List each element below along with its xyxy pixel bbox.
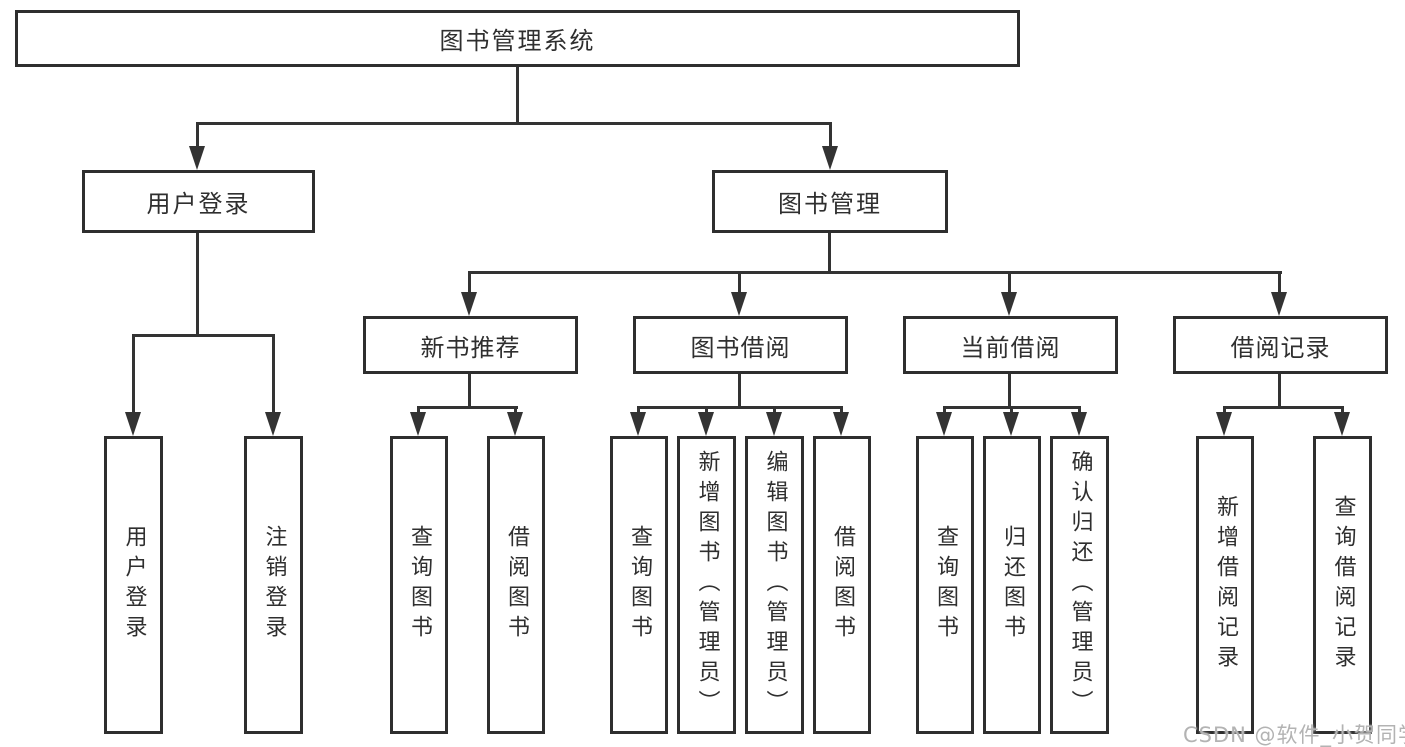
connector-leaf-logout-drop (272, 334, 275, 414)
arrowhead-leaf-logout (265, 412, 281, 436)
leaf-records-add-record: 新增借阅记录 (1196, 436, 1254, 734)
leaf-label: 用户登录 (121, 525, 147, 645)
connector-leaf-login-drop (132, 334, 135, 414)
leaf-current-return-book: 归还图书 (983, 436, 1041, 734)
arrowhead-leaf (766, 412, 782, 436)
arrowhead-new-book (461, 292, 477, 316)
connector-level3-rail (468, 271, 1282, 274)
leaf-label: 查询图书 (627, 525, 652, 645)
leaf-label: 编辑图书（管理员） (762, 450, 788, 720)
connector-drop (1010, 406, 1013, 416)
arrowhead-current-borrow (1001, 292, 1017, 316)
node-current-borrowing: 当前借阅 (903, 316, 1118, 374)
arrowhead-leaf-login (125, 412, 141, 436)
connector-root-stub (516, 67, 519, 125)
connector-drop (705, 406, 708, 416)
arrowhead-book-borrow (731, 292, 747, 316)
connector-book-borrow-rail (637, 406, 843, 409)
node-library-system: 图书管理系统 (15, 10, 1020, 67)
leaf-label: 新增图书（管理员） (694, 450, 720, 720)
arrowhead-leaf (410, 412, 426, 436)
arrowhead-leaf (507, 412, 523, 436)
connector-drop (943, 406, 946, 416)
connector-drop (773, 406, 776, 416)
arrowhead-leaf (833, 412, 849, 436)
leaf-label: 查询借阅记录 (1330, 495, 1356, 675)
leaf-records-query-record: 查询借阅记录 (1313, 436, 1372, 734)
connector-drop (840, 406, 843, 416)
arrowhead-leaf (1003, 412, 1019, 436)
arrowhead-leaf (698, 412, 714, 436)
node-borrow-records: 借阅记录 (1173, 316, 1388, 374)
node-user-login: 用户登录 (82, 170, 315, 233)
connector-borrow-record-rail (1223, 406, 1344, 409)
arrowhead-leaf (1216, 412, 1232, 436)
connector-book-mgmt-drop (829, 122, 832, 150)
connector-level2-rail (196, 122, 832, 125)
connector-user-login-stub (196, 233, 199, 337)
connector-drop (1341, 406, 1344, 416)
leaf-borrowing-edit-book-admin: 编辑图书（管理员） (745, 436, 804, 734)
leaf-current-confirm-return-admin: 确认归还（管理员） (1050, 436, 1109, 734)
leaf-label: 归还图书 (1000, 525, 1025, 645)
leaf-label: 借阅图书 (830, 525, 855, 645)
node-book-borrowing: 图书借阅 (633, 316, 848, 374)
connector-book-mgmt-stub (828, 233, 831, 274)
connector-borrow-record-stub (1278, 372, 1281, 409)
leaf-label: 借阅图书 (504, 525, 529, 645)
connector-user-login-drop (196, 122, 199, 150)
node-new-book-recommend: 新书推荐 (363, 316, 578, 374)
connector-drop (1223, 406, 1226, 416)
csdn-watermark: CSDN @软件_小贺同学 (1183, 723, 1405, 747)
leaf-borrowing-query-book: 查询图书 (610, 436, 668, 734)
leaf-label: 确认归还（管理员） (1067, 450, 1093, 720)
connector-current-borrow-drop (1008, 271, 1011, 295)
arrowhead-user-login (189, 146, 205, 170)
arrowhead-borrow-record (1271, 292, 1287, 316)
arrowhead-leaf (630, 412, 646, 436)
arrowhead-leaf (1071, 412, 1087, 436)
leaf-current-query-book: 查询图书 (916, 436, 974, 734)
connector-drop (1078, 406, 1081, 416)
arrowhead-book-mgmt (822, 146, 838, 170)
leaf-label: 查询图书 (933, 525, 958, 645)
connector-drop (417, 406, 420, 416)
leaf-newbook-query-book: 查询图书 (390, 436, 448, 734)
connector-drop (637, 406, 640, 416)
arrowhead-leaf (936, 412, 952, 436)
connector-book-borrow-stub (738, 372, 741, 409)
leaf-borrowing-add-book-admin: 新增图书（管理员） (677, 436, 736, 734)
leaf-user-login: 用户登录 (104, 436, 163, 734)
connector-new-book-drop (468, 271, 471, 295)
connector-user-login-rail (132, 334, 275, 337)
arrowhead-leaf (1334, 412, 1350, 436)
connector-book-borrow-drop (738, 271, 741, 295)
leaf-newbook-borrow-book: 借阅图书 (487, 436, 545, 734)
connector-new-book-rail (417, 406, 518, 409)
leaf-borrowing-borrow-book: 借阅图书 (813, 436, 871, 734)
node-book-management: 图书管理 (712, 170, 948, 233)
leaf-label: 新增借阅记录 (1213, 495, 1238, 675)
leaf-logout: 注销登录 (244, 436, 303, 734)
leaf-label: 查询图书 (407, 525, 432, 645)
connector-new-book-stub (468, 372, 471, 409)
leaf-label: 注销登录 (261, 525, 287, 645)
connector-current-borrow-stub (1008, 372, 1011, 409)
connector-borrow-record-drop (1278, 271, 1281, 295)
connector-drop (514, 406, 517, 416)
